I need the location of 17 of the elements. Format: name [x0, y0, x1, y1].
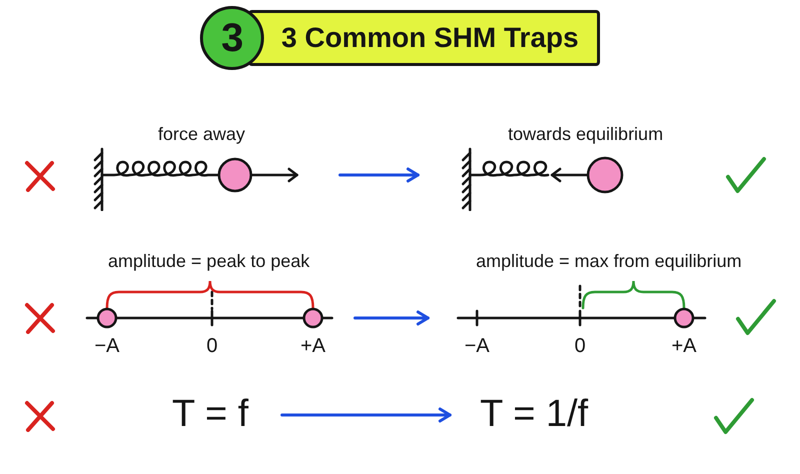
- axis-label: 0: [574, 334, 586, 358]
- drawing-label: amplitude = max from equilibrium: [476, 250, 742, 272]
- formula: T = 1/f: [450, 392, 620, 436]
- arrow: [354, 310, 430, 326]
- axis-label: −A: [464, 334, 490, 358]
- arrow: [280, 408, 452, 422]
- axis-label: 0: [206, 334, 218, 358]
- arrow: [338, 168, 420, 182]
- step-number-badge: 3: [200, 6, 264, 70]
- axis-label: −A: [94, 334, 120, 358]
- drawing-label: amplitude = peak to peak: [108, 250, 310, 272]
- formula: T = f: [172, 392, 282, 436]
- drawing-label: force away: [158, 123, 246, 145]
- drawing-label: towards equilibrium: [508, 123, 664, 145]
- axis-label: +A: [671, 334, 697, 358]
- axis-label: +A: [300, 334, 326, 358]
- title-banner: 3 Common SHM Traps: [248, 10, 600, 66]
